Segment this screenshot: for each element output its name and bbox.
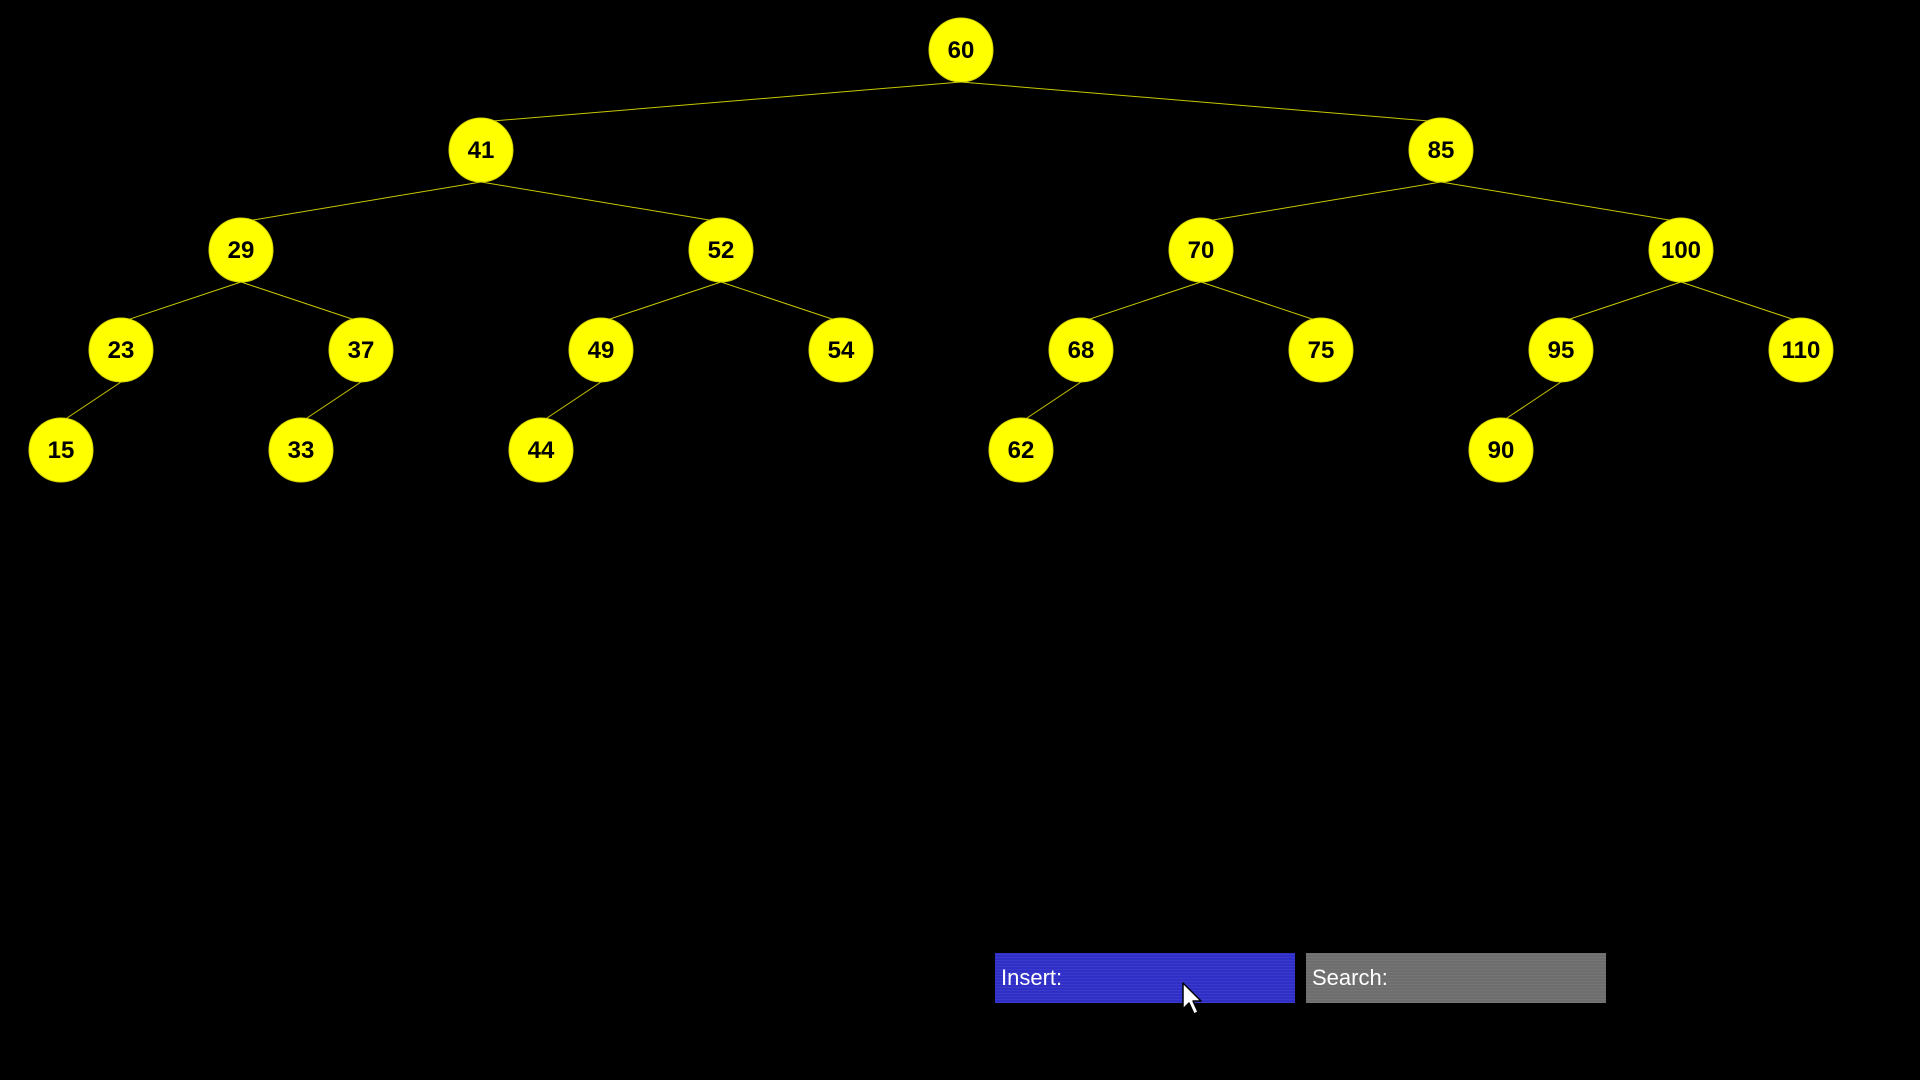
tree-edge-85-70 bbox=[1200, 181, 1442, 223]
node-value: 15 bbox=[48, 437, 75, 464]
node-value: 49 bbox=[588, 337, 615, 364]
node-value: 52 bbox=[708, 237, 735, 264]
tree-edge-41-52 bbox=[480, 181, 722, 223]
tree-node-85: 85 bbox=[1408, 117, 1474, 183]
node-circle bbox=[448, 117, 514, 183]
node-value: 70 bbox=[1188, 237, 1215, 264]
node-value: 37 bbox=[348, 337, 375, 364]
tree-edge-23-15 bbox=[60, 381, 122, 423]
tree-edge-95-90 bbox=[1500, 381, 1562, 423]
node-value: 68 bbox=[1068, 337, 1095, 364]
node-value: 95 bbox=[1548, 337, 1575, 364]
edges-layer bbox=[60, 81, 1802, 423]
mouse-pointer-icon bbox=[1182, 982, 1202, 1015]
tree-node-68: 68 bbox=[1048, 317, 1114, 383]
node-circle bbox=[1468, 417, 1534, 483]
tree-node-44: 44 bbox=[508, 417, 574, 483]
node-value: 75 bbox=[1308, 337, 1335, 364]
node-circle bbox=[1408, 117, 1474, 183]
tree-node-37: 37 bbox=[328, 317, 394, 383]
tree-edge-52-49 bbox=[600, 281, 722, 323]
node-value: 110 bbox=[1782, 337, 1821, 364]
tree-node-95: 95 bbox=[1528, 317, 1594, 383]
node-circle bbox=[28, 417, 94, 483]
tree-edge-29-23 bbox=[120, 281, 242, 323]
tree-node-70: 70 bbox=[1168, 217, 1234, 283]
tree-node-29: 29 bbox=[208, 217, 274, 283]
tree-node-52: 52 bbox=[688, 217, 754, 283]
tree-node-23: 23 bbox=[88, 317, 154, 383]
tree-node-33: 33 bbox=[268, 417, 334, 483]
nodes-layer: 60 41 85 29 52 70 100 23 37 49 54 68 75 95 110 15 33 44 62… bbox=[28, 17, 1834, 483]
node-value: 62 bbox=[1008, 437, 1035, 464]
node-circle bbox=[1048, 317, 1114, 383]
node-circle bbox=[1288, 317, 1354, 383]
node-circle bbox=[688, 217, 754, 283]
tree-edge-70-68 bbox=[1080, 281, 1202, 323]
node-circle bbox=[328, 317, 394, 383]
node-value: 100 bbox=[1661, 237, 1701, 264]
node-circle bbox=[88, 317, 154, 383]
tree-node-90: 90 bbox=[1468, 417, 1534, 483]
node-circle bbox=[988, 417, 1054, 483]
tree-edge-85-100 bbox=[1440, 181, 1682, 223]
tree-node-62: 62 bbox=[988, 417, 1054, 483]
tree-edge-100-110 bbox=[1680, 281, 1802, 323]
tree-edge-49-44 bbox=[540, 381, 602, 423]
tree-node-41: 41 bbox=[448, 117, 514, 183]
node-circle bbox=[1168, 217, 1234, 283]
node-value: 44 bbox=[528, 437, 555, 464]
node-value: 60 bbox=[948, 37, 975, 64]
node-circle bbox=[268, 417, 334, 483]
node-circle bbox=[568, 317, 634, 383]
search-field[interactable]: Search: bbox=[1306, 953, 1684, 1003]
tree-node-110: 110 bbox=[1768, 317, 1834, 383]
node-value: 41 bbox=[468, 137, 495, 164]
node-value: 33 bbox=[288, 437, 315, 464]
insert-label: Insert: bbox=[1001, 965, 1063, 990]
node-value: 29 bbox=[228, 237, 255, 264]
tree-edge-52-54 bbox=[720, 281, 842, 323]
tree-edge-70-75 bbox=[1200, 281, 1322, 323]
tree-node-54: 54 bbox=[808, 317, 874, 383]
node-value: 23 bbox=[108, 337, 135, 364]
tree-node-100: 100 bbox=[1648, 217, 1714, 283]
node-circle bbox=[928, 17, 994, 83]
node-circle bbox=[1648, 217, 1714, 283]
node-value: 54 bbox=[828, 337, 855, 364]
tree-node-15: 15 bbox=[28, 417, 94, 483]
node-circle bbox=[1768, 317, 1834, 383]
search-input[interactable] bbox=[1387, 953, 1684, 1003]
search-label: Search: bbox=[1312, 965, 1388, 990]
node-circle bbox=[508, 417, 574, 483]
node-circle bbox=[1528, 317, 1594, 383]
tree-edge-37-33 bbox=[300, 381, 362, 423]
tree-edge-29-37 bbox=[240, 281, 362, 323]
insert-field[interactable]: Insert: bbox=[995, 953, 1359, 1003]
tree-edge-100-95 bbox=[1560, 281, 1682, 323]
node-circle bbox=[808, 317, 874, 383]
tree-edge-60-41 bbox=[480, 81, 962, 123]
node-value: 85 bbox=[1428, 137, 1455, 164]
node-value: 90 bbox=[1488, 437, 1515, 464]
node-circle bbox=[208, 217, 274, 283]
tree-edge-41-29 bbox=[240, 181, 482, 223]
tree-node-49: 49 bbox=[568, 317, 634, 383]
tree-node-75: 75 bbox=[1288, 317, 1354, 383]
tree-edge-68-62 bbox=[1020, 381, 1082, 423]
tree-edge-60-85 bbox=[960, 81, 1442, 123]
tree-node-60: 60 bbox=[928, 17, 994, 83]
